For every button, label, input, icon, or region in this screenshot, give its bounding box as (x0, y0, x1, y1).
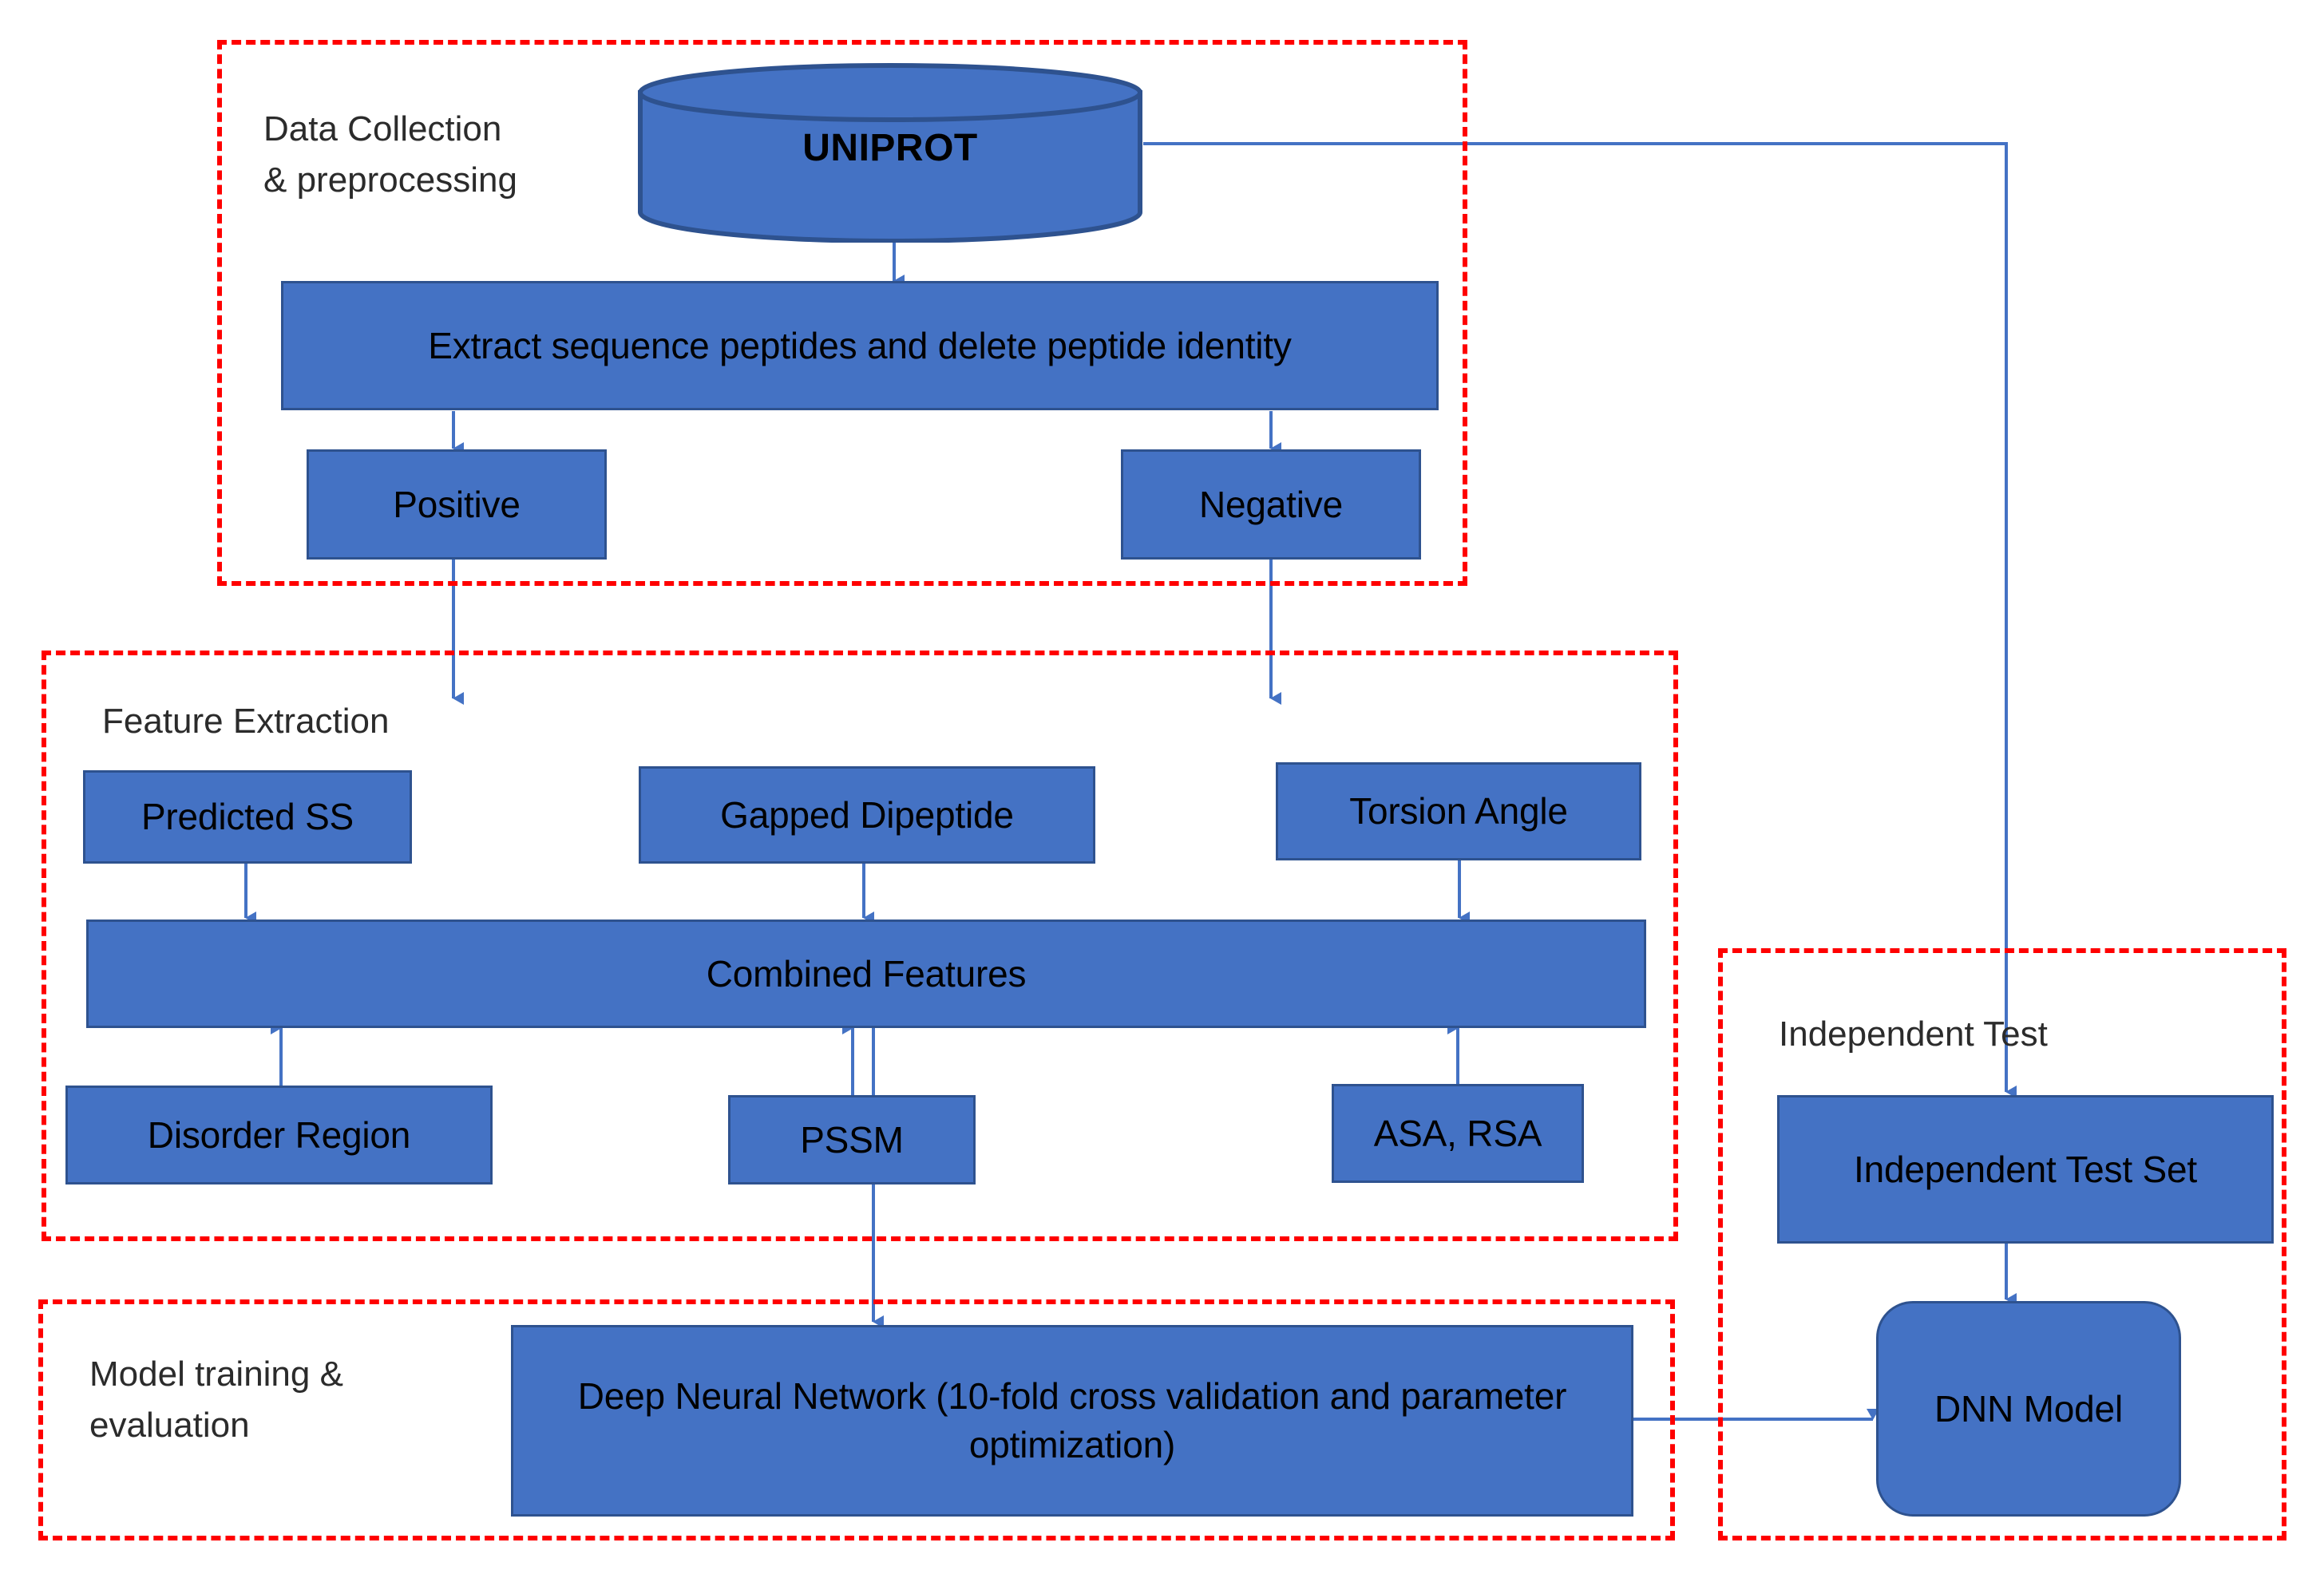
node-extract-sequence-peptides[interactable]: Extract sequence peptides and delete pep… (281, 281, 1439, 410)
node-combined-features[interactable]: Combined Features (86, 920, 1646, 1028)
node-disorder-region[interactable]: Disorder Region (65, 1086, 493, 1184)
node-asa-rsa[interactable]: ASA, RSA (1332, 1084, 1584, 1183)
section-label-data-collection: Data Collection & preprocessing (263, 109, 517, 200)
node-negative[interactable]: Negative (1121, 449, 1421, 560)
connector-uniprot-to-independent-test (1143, 142, 2017, 1098)
section-label-feature-extraction: Feature Extraction (102, 702, 390, 741)
node-gapped-dipeptide[interactable]: Gapped Dipeptide (639, 766, 1095, 864)
node-deep-neural-network[interactable]: Deep Neural Network (10-fold cross valid… (511, 1325, 1633, 1517)
node-torsion-angle[interactable]: Torsion Angle (1276, 762, 1641, 860)
section-label-independent-test: Independent Test (1779, 1014, 2048, 1054)
node-pssm[interactable]: PSSM (728, 1095, 976, 1184)
uniprot-label: UNIPROT (802, 126, 978, 169)
section-label-model-training: Model training & evaluation (89, 1355, 343, 1445)
node-positive[interactable]: Positive (307, 449, 607, 560)
uniprot-cylinder[interactable] (637, 62, 1143, 243)
node-independent-test-set[interactable]: Independent Test Set (1777, 1095, 2274, 1244)
node-dnn-model[interactable]: DNN Model (1876, 1301, 2181, 1517)
node-predicted-ss[interactable]: Predicted SS (83, 770, 412, 864)
